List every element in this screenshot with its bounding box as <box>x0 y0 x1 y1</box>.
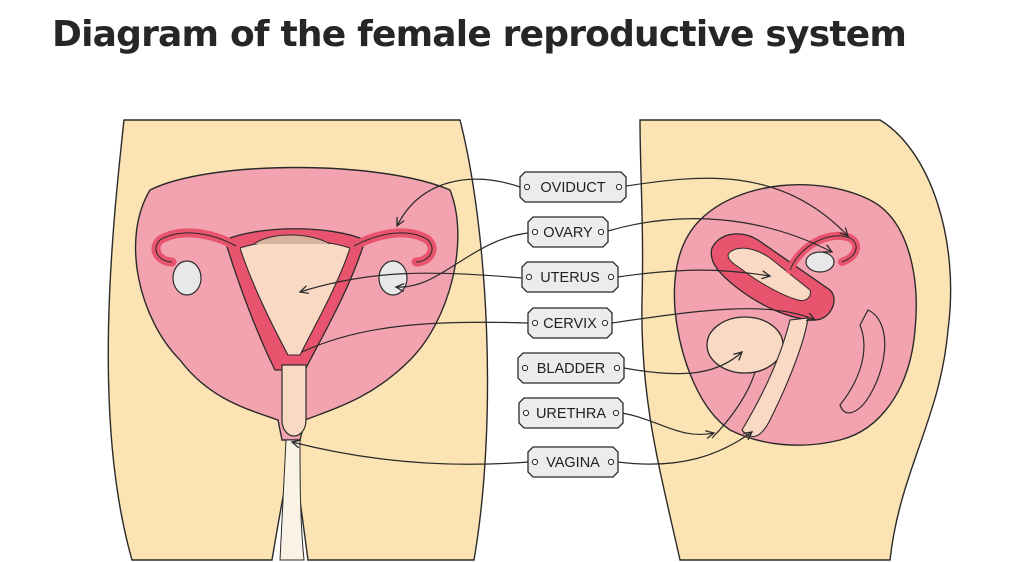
label-box-oviduct <box>519 171 627 203</box>
front-view-uterus-fundus <box>253 234 331 245</box>
left-pin-icon <box>521 364 529 372</box>
left-pin-icon <box>523 183 531 191</box>
leader-oviduct-side <box>625 177 850 238</box>
label-text-uterus: UTERUS <box>540 270 600 286</box>
leader-ovary-side <box>607 218 834 253</box>
label-text-oviduct: OVIDUCT <box>540 180 605 196</box>
leader-lines <box>290 177 850 465</box>
label-tag-vagina: VAGINA <box>527 446 619 478</box>
left-pin-icon <box>522 409 530 417</box>
label-tag-bladder: BLADDER <box>517 352 625 384</box>
leader-cervix-side <box>611 308 817 324</box>
label-tag-cervix: CERVIX <box>527 307 613 339</box>
side-view-vagina <box>741 317 809 438</box>
front-view-left-ovary <box>172 260 202 296</box>
label-box-bladder <box>517 352 625 384</box>
leader-ovary-front <box>394 232 529 293</box>
side-view-ovary <box>805 251 835 273</box>
front-view-right-ovary <box>378 260 408 296</box>
label-box-vagina <box>527 446 619 478</box>
front-view-cervix <box>281 364 307 437</box>
right-pin-icon <box>607 458 615 466</box>
label-text-urethra: URETHRA <box>536 406 606 422</box>
front-view <box>107 119 489 561</box>
front-view-vagina <box>279 439 305 561</box>
label-tag-oviduct: OVIDUCT <box>519 171 627 203</box>
label-box-ovary <box>527 216 609 248</box>
label-box-uterus <box>521 261 619 293</box>
leader-bladder-side <box>623 351 744 375</box>
left-pin-icon <box>531 228 539 236</box>
label-tag-urethra: URETHRA <box>518 397 624 429</box>
right-pin-icon <box>613 364 621 372</box>
leader-uterus-front <box>298 272 523 295</box>
leader-uterus-side <box>617 269 772 280</box>
left-pin-icon <box>531 319 539 327</box>
leader-vagina-side <box>617 431 754 465</box>
label-text-vagina: VAGINA <box>546 455 600 471</box>
side-view <box>639 119 952 561</box>
right-pin-icon <box>601 319 609 327</box>
label-box-urethra <box>518 397 624 429</box>
side-view-urethra <box>711 371 756 439</box>
right-pin-icon <box>597 228 605 236</box>
label-box-cervix <box>527 307 613 339</box>
leader-urethra-side <box>621 412 716 440</box>
left-pin-icon <box>531 458 539 466</box>
leader-vagina-front <box>290 439 529 465</box>
side-view-bladder <box>706 316 784 374</box>
right-pin-icon <box>615 183 623 191</box>
label-text-ovary: OVARY <box>543 225 593 241</box>
label-tag-uterus: UTERUS <box>521 261 619 293</box>
page-title: Diagram of the female reproductive syste… <box>52 14 907 55</box>
right-pin-icon <box>612 409 620 417</box>
label-tag-ovary: OVARY <box>527 216 609 248</box>
label-text-bladder: BLADDER <box>537 361 606 377</box>
side-view-rectum <box>839 309 886 414</box>
left-pin-icon <box>525 273 533 281</box>
leader-cervix-front <box>301 321 529 353</box>
right-pin-icon <box>607 273 615 281</box>
label-tags: OVIDUCT OVARY UTERUS CERVIX BLADDER URETHRA VA… <box>517 171 627 478</box>
leader-oviduct-front <box>396 178 521 228</box>
label-text-cervix: CERVIX <box>543 316 597 332</box>
